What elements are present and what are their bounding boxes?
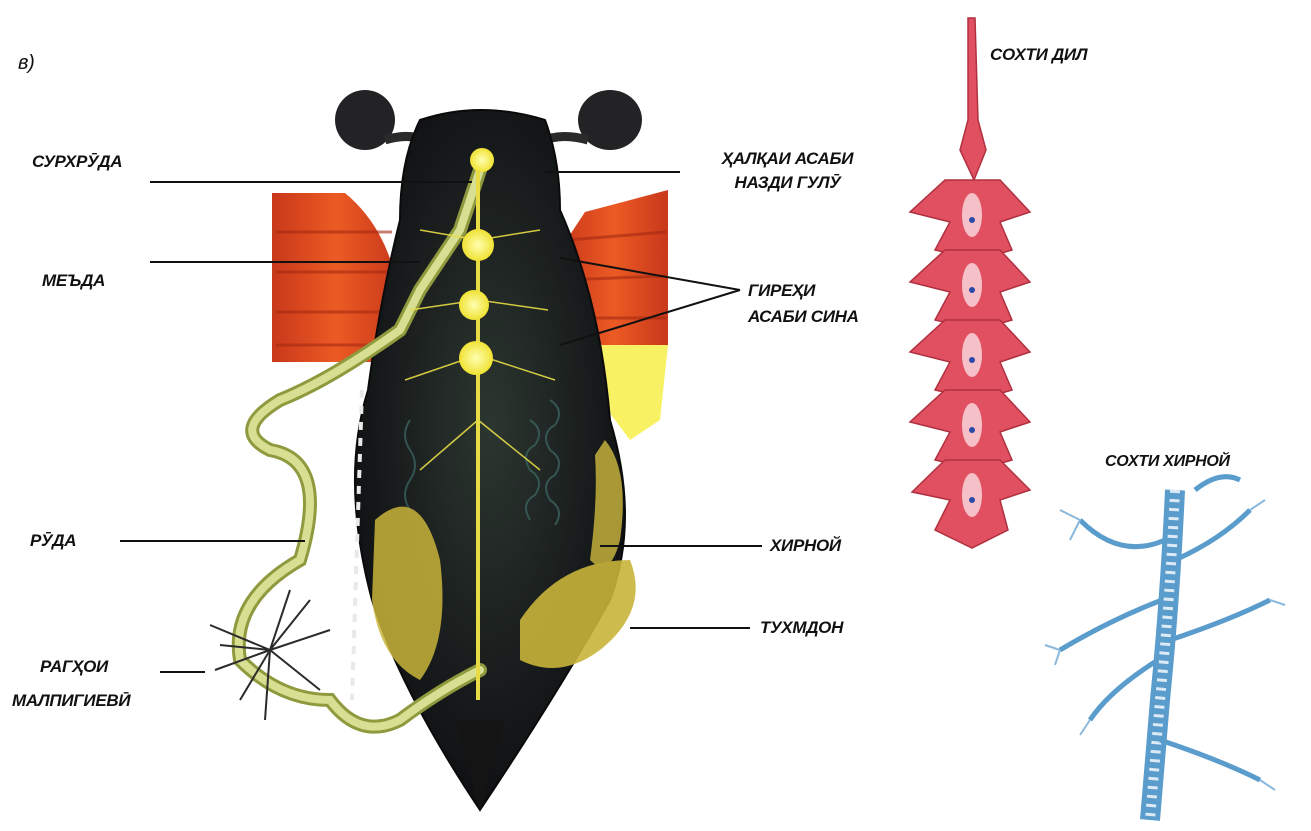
label-halqai-line1: ҲАЛҚАИ АСАБИ <box>685 148 890 170</box>
trachea-structure <box>1045 477 1285 820</box>
label-meda: МЕЪДА <box>42 270 105 292</box>
label-sohti-dil: СОХТИ ДИЛ <box>990 44 1087 66</box>
label-surhruda: СУРХРӮДА <box>32 151 122 173</box>
label-ragho-line2: МАЛПИГИЕВӢ <box>12 690 130 712</box>
label-gireh-line2: АСАБИ СИНА <box>748 306 859 328</box>
label-hirnoy: ХИРНОЙ <box>770 535 841 557</box>
label-halqai-line2: НАЗДИ ГУЛӮ <box>685 172 890 194</box>
label-ruda: РӮДА <box>30 530 76 552</box>
heart-structure <box>910 18 1030 548</box>
label-sohti-hirnoy: СОХТИ ХИРНОЙ <box>1105 451 1230 473</box>
label-gireh-line1: ГИРЕҲИ <box>748 280 815 302</box>
panel-label: в) <box>18 52 35 74</box>
label-tuhmdon: ТУХМДОН <box>760 617 843 639</box>
label-ragho-line1: РАГҲОИ <box>40 656 108 678</box>
